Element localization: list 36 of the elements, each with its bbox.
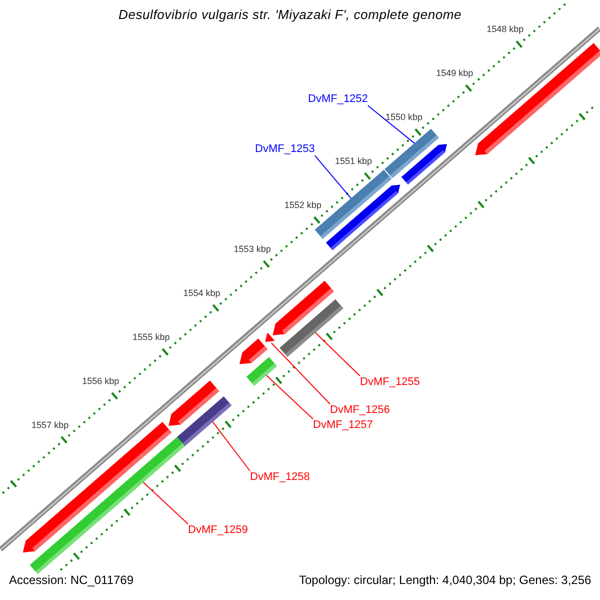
scale-label: 1548 kbp (486, 24, 524, 35)
gene-feature (265, 332, 274, 342)
scale-label: 1549 kbp (436, 68, 474, 78)
title: Desulfovibrio vulgaris str. 'Miyazaki F', complete genome (118, 8, 462, 23)
leader-line (142, 482, 188, 524)
scale-label: 1550 kbp (386, 112, 423, 122)
leader-line (266, 374, 314, 420)
gene-label: DvMF_1259 (188, 524, 248, 537)
scale-label: 1552 kbp (284, 200, 322, 210)
gene-bar (280, 299, 344, 357)
leader-line (212, 421, 250, 472)
scale-label: 1556 kbp (82, 376, 120, 386)
leader-line (367, 105, 415, 144)
footer-note: Topology: circular; Length: 4,040,304 bp; Genes: 3,256 (299, 574, 592, 588)
leader-line (270, 342, 330, 404)
scale-label: 1553 kbp (234, 244, 271, 254)
gene-feature (239, 338, 268, 364)
leader-line (314, 332, 360, 376)
gene-bar (176, 396, 232, 446)
scale-label: 1551 kbp (334, 156, 372, 166)
gene-label: DvMF_1252 (308, 93, 368, 106)
scale-label: 1557 kbp (32, 420, 69, 430)
gene-bar (30, 437, 185, 574)
gene-feature (401, 144, 447, 185)
gene-bar (246, 357, 277, 386)
footer-note: Accession: NC_011769 (9, 574, 134, 588)
gene-label: DvMF_1253 (255, 143, 315, 156)
leader-line (314, 155, 352, 199)
gene-label: DvMF_1257 (313, 419, 373, 432)
gene-feature (475, 43, 600, 156)
gene-label: DvMF_1255 (360, 376, 420, 389)
scale-label: 1555 kbp (132, 332, 170, 342)
gene-label: DvMF_1256 (330, 404, 390, 417)
gene-label: DvMF_1258 (250, 471, 310, 484)
scale-label: 1554 kbp (183, 288, 220, 298)
gene-feature (326, 184, 400, 250)
